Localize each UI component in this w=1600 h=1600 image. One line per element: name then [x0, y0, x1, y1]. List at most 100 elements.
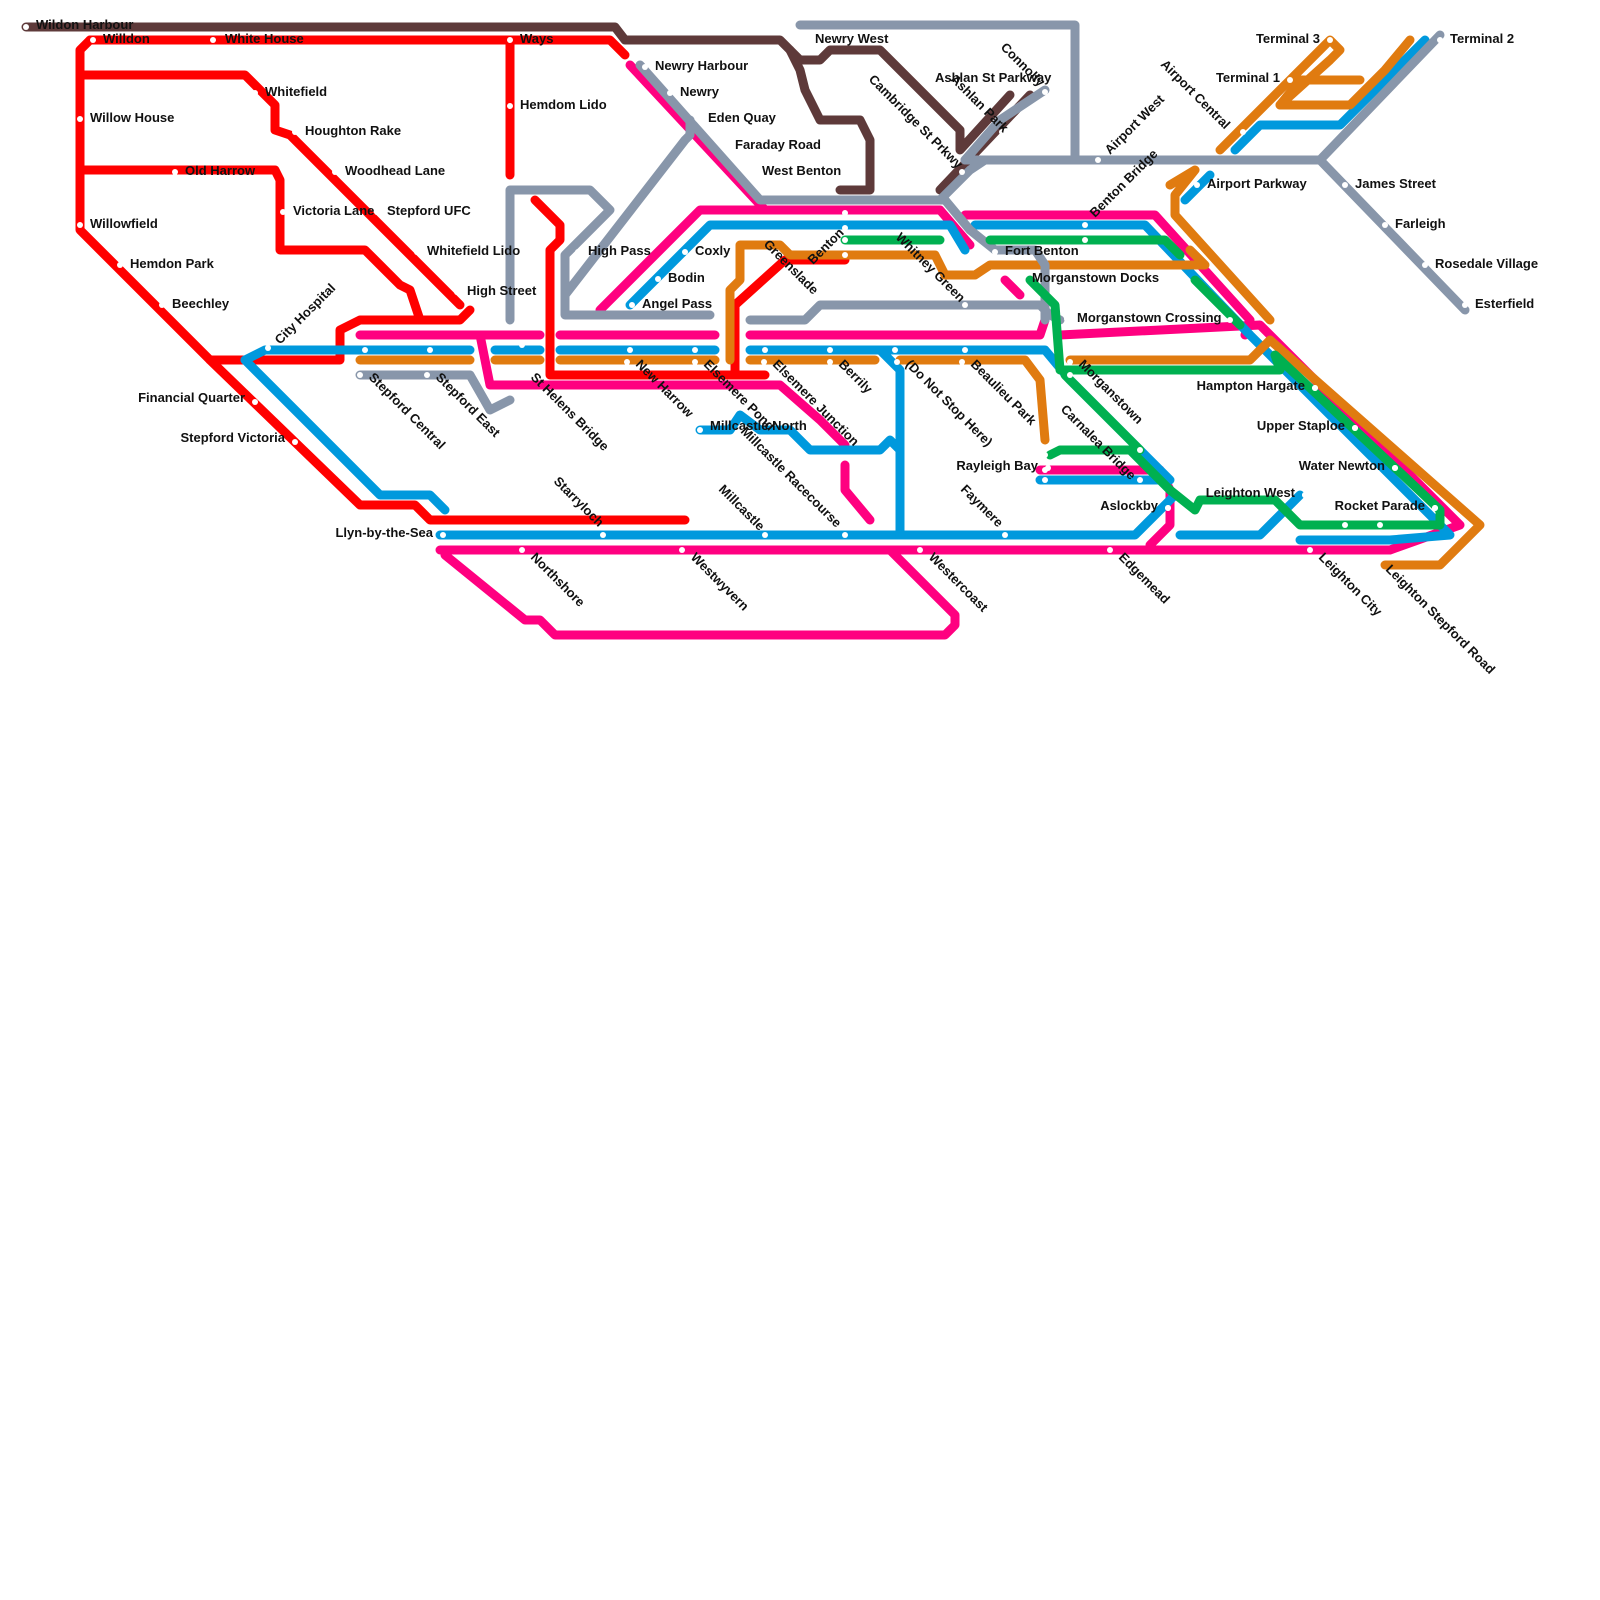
station-label: Houghton Rake — [305, 123, 401, 138]
station-dot — [692, 347, 698, 353]
station-dot — [427, 347, 433, 353]
station-label: Newry Harbour — [655, 58, 748, 73]
station-dot — [1352, 425, 1358, 431]
station-dot — [1019, 276, 1025, 282]
station-dot — [1382, 222, 1388, 228]
station-dot — [1240, 129, 1246, 135]
line-orange-ap — [1165, 165, 1275, 325]
line-red-whitefield — [75, 70, 465, 310]
line-red-main — [85, 35, 630, 60]
station-label: Llyn-by-the-Sea — [335, 525, 433, 540]
line-brown — [21, 22, 1015, 155]
line-pink-row3 — [745, 315, 1050, 340]
station-dot — [332, 169, 338, 175]
station-dot — [800, 37, 806, 43]
station-label: Faraday Road — [735, 137, 821, 152]
station-dot — [842, 225, 848, 231]
station-label: Rayleigh Bay — [956, 458, 1038, 473]
line-gray-high — [505, 185, 715, 325]
station-dot — [1227, 317, 1233, 323]
line-gray-coxly — [560, 115, 695, 300]
station-dot — [90, 37, 96, 43]
line-blue-millcastle — [695, 410, 905, 540]
line-red-elsemere — [530, 195, 770, 380]
station-label: Morganstown Crossing — [1077, 310, 1222, 325]
station-dot — [172, 169, 178, 175]
station-dot — [962, 302, 968, 308]
line-orange-greens — [725, 240, 1210, 365]
station-label: Hampton Hargate — [1197, 378, 1305, 393]
station-label: Terminal 2 — [1450, 31, 1514, 46]
station-dot — [1064, 316, 1070, 322]
line-red-stepford — [205, 355, 690, 525]
station-label: Aslockby — [1100, 498, 1159, 513]
line-brown-loop — [785, 45, 875, 195]
station-dot — [1067, 347, 1073, 353]
line-gray-newry — [635, 60, 1050, 325]
station-dot — [959, 169, 965, 175]
station-dot — [507, 37, 513, 43]
station-label: High Street — [467, 283, 537, 298]
station-dot — [695, 116, 701, 122]
station-label: Wildon Harbour — [36, 17, 133, 32]
station-label: Westwyvern — [688, 550, 752, 614]
station-dot — [892, 347, 898, 353]
line-gray-cam — [935, 155, 990, 205]
station-dot — [1095, 157, 1101, 163]
station-dot — [1137, 447, 1143, 453]
station-dot — [1437, 37, 1443, 43]
line-green-morg — [1025, 275, 1445, 530]
station-dot — [1067, 359, 1073, 365]
station-dot — [575, 249, 581, 255]
station-dot — [374, 209, 380, 215]
station-label: Leighton Stepford Road — [1383, 562, 1498, 677]
station-label: Water Newton — [1299, 458, 1385, 473]
station-label: Airport Parkway — [1207, 176, 1307, 191]
lines-layer — [21, 20, 1485, 640]
line-orange-morg — [1065, 335, 1485, 570]
station-label: James Street — [1355, 176, 1437, 191]
line-green-car — [1060, 370, 1145, 455]
station-dot — [667, 90, 673, 96]
station-label: Upper Staploe — [1257, 418, 1345, 433]
station-dot — [117, 262, 123, 268]
station-dot — [917, 547, 923, 553]
station-dot — [962, 347, 968, 353]
station-dot — [280, 209, 286, 215]
station-label: Rocket Parade — [1335, 498, 1425, 513]
station-label: Newry — [680, 84, 720, 99]
station-label: Stepford UFC — [387, 203, 471, 218]
station-dot — [655, 276, 661, 282]
station-dot — [1177, 522, 1183, 528]
station-dot — [159, 302, 165, 308]
station-label: Esterfield — [1475, 296, 1534, 311]
station-label: Millcastle — [716, 482, 768, 534]
station-dot — [1327, 37, 1333, 43]
line-green-crossing — [1190, 275, 1245, 330]
station-dot — [265, 345, 271, 351]
station-dot — [1002, 532, 1008, 538]
stops-layer — [23, 24, 1468, 565]
station-label: Faymere — [958, 482, 1006, 530]
station-dot — [1392, 465, 1398, 471]
station-label: Terminal 1 — [1216, 70, 1280, 85]
station-dot — [1287, 77, 1293, 83]
station-dot — [842, 237, 848, 243]
line-pink-main — [435, 320, 1465, 555]
station-dot — [1342, 182, 1348, 188]
station-dot — [600, 532, 606, 538]
station-label: Willdon — [103, 31, 150, 46]
station-label: Willow House — [90, 110, 174, 125]
line-pink-loop — [440, 545, 960, 640]
station-dot — [1067, 372, 1073, 378]
station-dot — [697, 427, 703, 433]
station-dot — [1307, 547, 1313, 553]
line-blue-bnp — [875, 345, 905, 530]
station-dot — [842, 532, 848, 538]
line-pink-sthelens — [475, 330, 850, 450]
line-gray-west — [355, 370, 515, 415]
station-label: City Hospital — [272, 280, 339, 347]
station-dot — [210, 37, 216, 43]
station-label: Fort Benton — [1005, 243, 1079, 258]
